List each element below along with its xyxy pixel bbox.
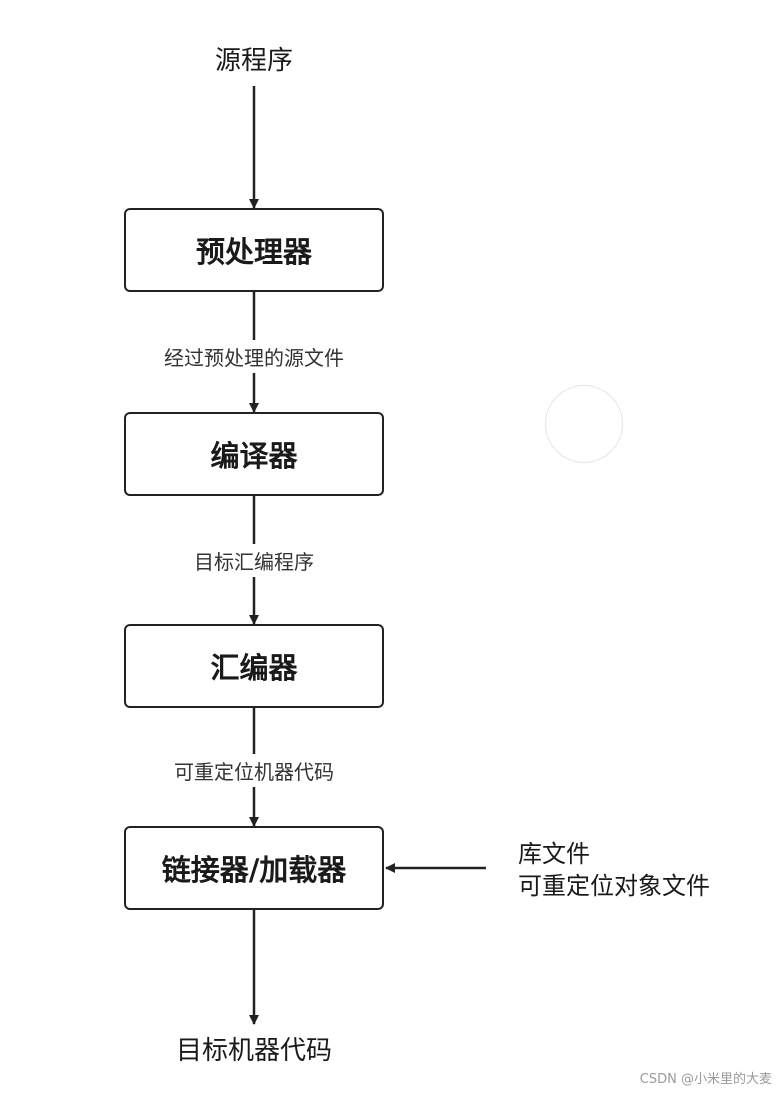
side-input-text: 库文件 可重定位对象文件	[518, 838, 710, 902]
library-files-label: 库文件	[518, 840, 590, 868]
watermark-text: CSDN @小米里的大麦	[639, 1072, 772, 1087]
edge-label-target-assembly: 目标汇编程序	[190, 544, 318, 577]
edge-label-preprocessed-source: 经过预处理的源文件	[160, 340, 348, 373]
floating-circle-overlay	[545, 385, 623, 463]
source-program-label: 源程序	[214, 46, 294, 76]
preprocessor-box: 预处理器	[124, 208, 384, 292]
edge-label-relocatable-machine-code: 可重定位机器代码	[170, 754, 338, 787]
assembler-box: 汇编器	[124, 624, 384, 708]
linker-loader-box: 链接器/加载器	[124, 826, 384, 910]
target-machine-code-label: 目标机器代码	[175, 1036, 333, 1066]
compiler-box: 编译器	[124, 412, 384, 496]
relocatable-object-files-label: 可重定位对象文件	[518, 872, 710, 900]
